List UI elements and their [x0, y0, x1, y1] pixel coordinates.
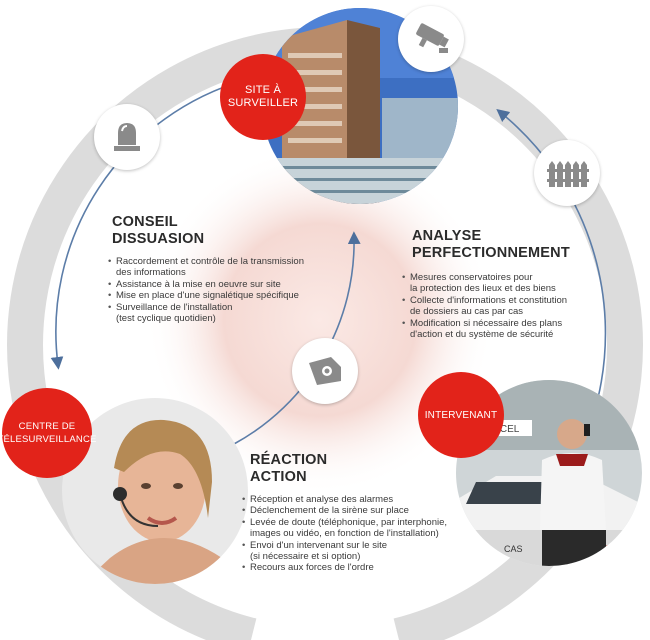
list-item: Déclenchement de la sirène sur place: [242, 505, 464, 517]
list-item: Levée de doute (téléphonique, par interp…: [242, 517, 464, 540]
car-left-text: CAS: [504, 544, 523, 554]
alarm-light-icon: [114, 123, 140, 151]
fence-icon: [547, 161, 589, 187]
alarm-light-badge: [94, 104, 160, 170]
list-item: Réception et analyse des alarmes: [242, 494, 464, 506]
reaction-list: Réception et analyse des alarmes Déclenc…: [242, 494, 464, 574]
intervenant-label: INTERVENANT: [418, 372, 504, 458]
analyse-list: Mesures conservatoires pour la protectio…: [402, 272, 602, 340]
conseil-list: Raccordement et contrôle de la transmiss…: [108, 256, 328, 324]
security-camera-badge: [398, 6, 464, 72]
arrow-intervenant-to-site: [496, 108, 607, 399]
siren-badge: [292, 338, 358, 404]
list-item: Raccordement et contrôle de la transmiss…: [108, 256, 328, 279]
centre-label: CENTRE DE TÉLESURVEILLANCE: [0, 388, 96, 478]
list-item: Modification si nécessaire des plans d'a…: [402, 318, 602, 341]
fence-badge: [534, 140, 600, 206]
analyse-title: ANALYSE PERFECTIONNEMENT: [412, 228, 570, 261]
list-item: Mesures conservatoires pour la protectio…: [402, 272, 602, 295]
shop-sign-text: ANCEL: [486, 424, 520, 435]
conseil-title: CONSEIL DISSUASION: [112, 214, 205, 247]
list-item: Envoi d'un intervenant sur le site (si n…: [242, 540, 464, 563]
list-item: Surveillance de l'installation (test cyc…: [108, 302, 328, 325]
arrow-site-to-centre: [50, 79, 246, 370]
intervenant-photo: ANCEL CAS ERTION: [456, 380, 642, 566]
list-item: Assistance à la mise en oeuvre sur site: [108, 279, 328, 291]
list-item: Recours aux forces de l'ordre: [242, 562, 464, 574]
operator-image: [62, 398, 248, 584]
security-camera-icon: [416, 23, 449, 53]
siren-icon: [309, 357, 341, 385]
reaction-title: RÉACTION ACTION: [250, 452, 328, 485]
site-label: SITE À SURVEILLER: [220, 54, 306, 140]
operator-photo: [62, 398, 248, 584]
guard-image: ANCEL CAS ERTION: [456, 380, 642, 566]
list-item: Mise en place d'une signalétique spécifi…: [108, 290, 328, 302]
list-item: Collecte d'informations et constitution …: [402, 295, 602, 318]
